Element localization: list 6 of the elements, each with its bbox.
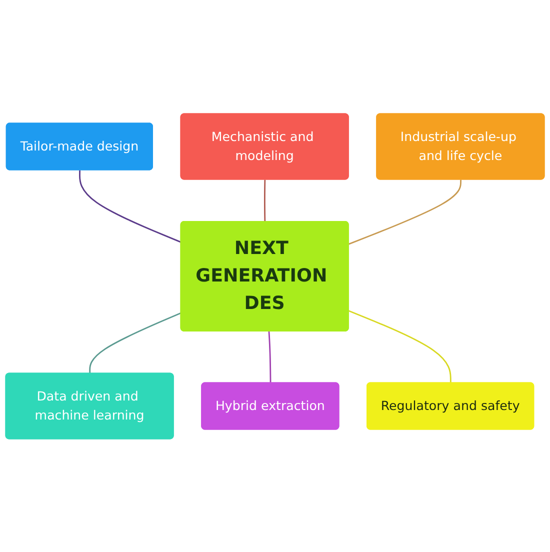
connector bbox=[89, 312, 182, 374]
connector bbox=[79, 170, 182, 243]
connector bbox=[348, 310, 452, 383]
connector bbox=[268, 331, 272, 383]
connector bbox=[264, 179, 266, 222]
connector bbox=[348, 179, 462, 244]
